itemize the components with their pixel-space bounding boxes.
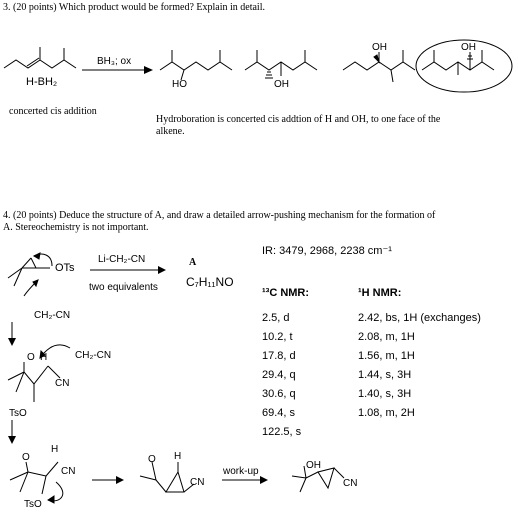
q4-h1-list: 2.42, bs, 1H (exchanges) 2.08, m, 1H 1.5…: [358, 309, 481, 423]
c13-peak: 122.5, s: [262, 426, 302, 438]
q4-o-label-2: O: [22, 452, 30, 463]
c13-peak: 2.5, d: [262, 312, 290, 324]
q3-reaction-arrow: [82, 66, 153, 74]
q4-ch2cn-label-2: CH₂-CN: [75, 350, 112, 361]
q4-ch2cn-label-1: CH₂-CN: [34, 310, 71, 321]
q4-cn-label-3: CN: [190, 477, 205, 488]
q4-ir-data: IR: 3479, 2968, 2238 cm⁻¹: [262, 245, 392, 257]
q4-down-arrow-2: [8, 420, 16, 444]
q4-formula: C₇H₁₁NO: [186, 275, 234, 289]
h1-peak: 1.40, s, 3H: [358, 388, 412, 400]
q4-c13-header: ¹³C NMR:: [262, 287, 310, 299]
q4-h-label-2: H: [51, 444, 59, 455]
q4-tso-label-2: TsO: [24, 499, 42, 510]
h1-peak: 2.08, m, 1H: [358, 331, 415, 343]
q3-starting-alkene: [3, 47, 77, 69]
q4-epoxide-tosylate: [7, 252, 53, 297]
q4-h-label-1: H: [40, 352, 48, 363]
h1-peak: 1.56, m, 1H: [358, 350, 415, 362]
q4-cn-label-2: CN: [61, 466, 76, 477]
q3-product3-oh-label: OH: [372, 42, 387, 53]
q4-cn-label-final: CN: [343, 478, 358, 489]
q3-product1-ho-label: HO: [172, 79, 187, 90]
h1-peak: 1.44, s, 3H: [358, 369, 412, 381]
q3-product2-oh-label: OH: [274, 79, 289, 90]
q4-workup-arrow: [222, 476, 268, 484]
q4-reagent-bottom: two equivalents: [89, 282, 158, 293]
q3-product-1: [159, 50, 233, 81]
q4-intermediate-1: [7, 344, 71, 402]
q4-cn-label-1: CN: [55, 378, 70, 389]
q3-explanation-line2: alkene.: [156, 126, 185, 137]
q3-reagent-label: BH₃; ox: [97, 56, 132, 67]
q3-answer-oh-label: OH: [461, 42, 476, 53]
q4-final-product: [291, 465, 345, 493]
q3-answer-product: [415, 39, 513, 93]
h1-peak: 1.08, m, 2H: [358, 407, 415, 419]
q4-c13-list: 2.5, d 10.2, t 17.8, d 29.4, q 30.6, q 6…: [262, 309, 301, 442]
q4-intermediate-2: [9, 461, 64, 504]
q4-compound-label: A: [189, 257, 197, 268]
q3-product-3: [342, 50, 416, 83]
q4-oh-label-final: OH: [306, 460, 321, 471]
q4-h-label-3: H: [174, 451, 182, 462]
q4-tso-label-1: TsO: [9, 408, 27, 419]
q4-header-line2: A. Stereochemistry is not important.: [3, 222, 149, 233]
q4-arrow-to-cyclopropane: [92, 476, 124, 484]
q4-reagent-top: Li-CH₂-CN: [98, 254, 146, 265]
q4-down-arrow-1: [8, 322, 16, 346]
q3-explanation-line1: Hydroboration is concerted cis addtion o…: [156, 114, 441, 125]
q4-workup-label: work-up: [223, 466, 259, 477]
q3-product-2: [244, 50, 318, 79]
q4-ots-label: OTs: [55, 262, 75, 274]
q3-borane-label: H-BH₂: [26, 76, 58, 88]
c13-peak: 69.4, s: [262, 407, 296, 419]
q4-cyclopropane-alkoxide: [139, 461, 195, 493]
c13-peak: 30.6, q: [262, 388, 296, 400]
q4-o-label-1: O: [27, 352, 35, 363]
c13-peak: 10.2, t: [262, 331, 293, 343]
c13-peak: 29.4, q: [262, 369, 296, 381]
q4-o-label-3: O: [148, 454, 156, 465]
q4-h1-header: ¹H NMR:: [358, 287, 402, 299]
c13-peak: 17.8, d: [262, 350, 296, 362]
q4-header-line1: 4. (20 points) Deduce the structure of A…: [3, 210, 436, 221]
q3-caption-left: concerted cis addition: [9, 106, 97, 117]
q4-reagent-arrow: [90, 266, 166, 274]
h1-peak: 2.42, bs, 1H (exchanges): [358, 312, 481, 324]
q3-header: 3. (20 points) Which product would be fo…: [3, 2, 265, 13]
